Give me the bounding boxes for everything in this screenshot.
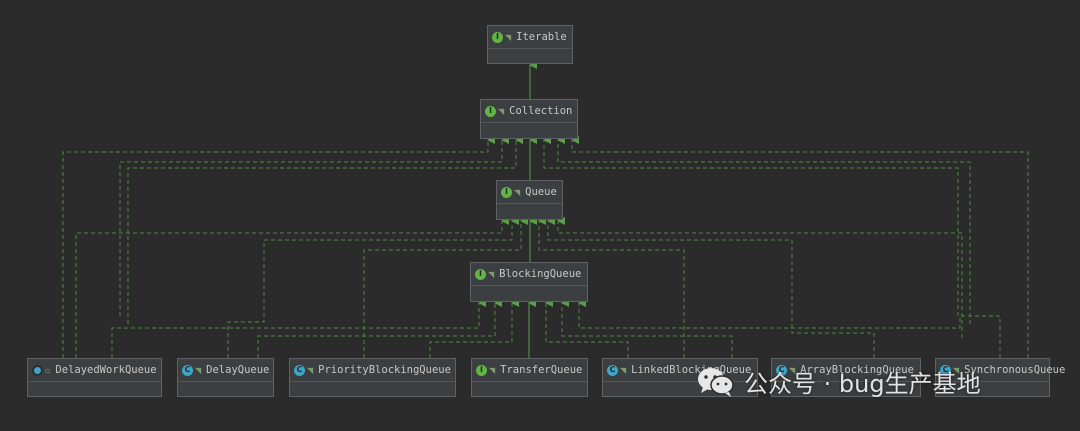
modifier-icon: ◥ (620, 365, 627, 375)
class-icon: C (294, 364, 305, 376)
edge-priorityblocking-blockingqueue (429, 299, 519, 358)
edge-linkedblocking-queue (538, 217, 685, 358)
interface-icon: I (492, 31, 503, 43)
edge-arrayblocking-queue (547, 217, 875, 358)
edge-delayqueue-queue (227, 217, 519, 358)
modifier-icon: ◥ (505, 32, 512, 42)
class-icon (32, 364, 43, 376)
edge-delayedworkqueue-collection (62, 136, 495, 358)
edge-priorityblocking-collection (127, 136, 523, 324)
class-icon: C (182, 364, 193, 376)
wechat-icon (698, 367, 734, 397)
node-label: TransferQueue (500, 364, 583, 376)
modifier-icon: ◥ (514, 187, 521, 197)
edge-linkedblocking-blockingqueue (545, 299, 629, 358)
node-synchronousqueue[interactable]: C◥ SynchronousQueue (935, 358, 1065, 397)
edge-arrayblocking-collection (557, 136, 971, 324)
node-label: ArrayBlockingQueue (800, 364, 914, 376)
node-label: Collection (509, 105, 573, 117)
modifier-icon: ▫ (45, 365, 51, 375)
edge-synchronous-blockingqueue (578, 299, 1001, 358)
interface-icon: I (501, 186, 512, 198)
node-blockingqueue[interactable]: I◥ BlockingQueue (470, 262, 588, 302)
edge-delayedworkqueue-blockingqueue (111, 299, 486, 358)
node-label: PriorityBlockingQueue (318, 364, 451, 376)
modifier-icon: ◥ (307, 365, 314, 375)
node-iterable[interactable]: I◥ Iterable (487, 25, 573, 64)
node-delayqueue[interactable]: C◥ DelayQueue (177, 358, 274, 397)
node-priorityblockingqueue[interactable]: C◥ PriorityBlockingQueue (289, 358, 456, 397)
node-queue[interactable]: I◥ Queue (496, 180, 563, 220)
edge-synchronous-queue (557, 217, 963, 338)
node-label: DelayQueue (206, 364, 270, 376)
modifier-icon: ◥ (498, 106, 505, 116)
edge-delayqueue-blockingqueue (257, 299, 502, 358)
edge-linkedblocking-collection (543, 136, 959, 316)
interface-icon: I (485, 105, 496, 117)
watermark: 公众号 · bug生产基地 (696, 364, 981, 399)
edge-delayedworkqueue-queue (75, 217, 509, 358)
watermark-text: 公众号 · bug生产基地 (744, 370, 981, 398)
node-label: Iterable (516, 31, 567, 43)
edge-delayqueue-collection (119, 136, 509, 316)
edge-arrayblocking-blockingqueue (561, 299, 733, 358)
node-label: Queue (525, 186, 557, 198)
node-delayedworkqueue[interactable]: ▫ DelayedWorkQueue (27, 358, 162, 397)
edge-synchronous-collection (571, 136, 1029, 358)
node-label: BlockingQueue (499, 268, 582, 280)
modifier-icon: ◥ (489, 365, 496, 375)
modifier-icon: ◥ (488, 269, 495, 279)
modifier-icon: ◥ (195, 365, 202, 375)
class-icon: C (776, 364, 787, 376)
node-collection[interactable]: I◥ Collection (480, 99, 578, 139)
modifier-icon: ◥ (789, 365, 796, 375)
interface-icon: I (476, 364, 487, 376)
class-icon: C (607, 364, 618, 376)
node-transferqueue[interactable]: I◥ TransferQueue (471, 358, 588, 397)
node-arrayblockingqueue[interactable]: C◥ ArrayBlockingQueue (771, 358, 921, 397)
interface-icon: I (475, 268, 486, 280)
node-label: SynchronousQueue (964, 364, 1066, 376)
modifier-icon: ◥ (953, 365, 960, 375)
class-icon: C (940, 364, 951, 376)
node-label: DelayedWorkQueue (55, 364, 157, 376)
